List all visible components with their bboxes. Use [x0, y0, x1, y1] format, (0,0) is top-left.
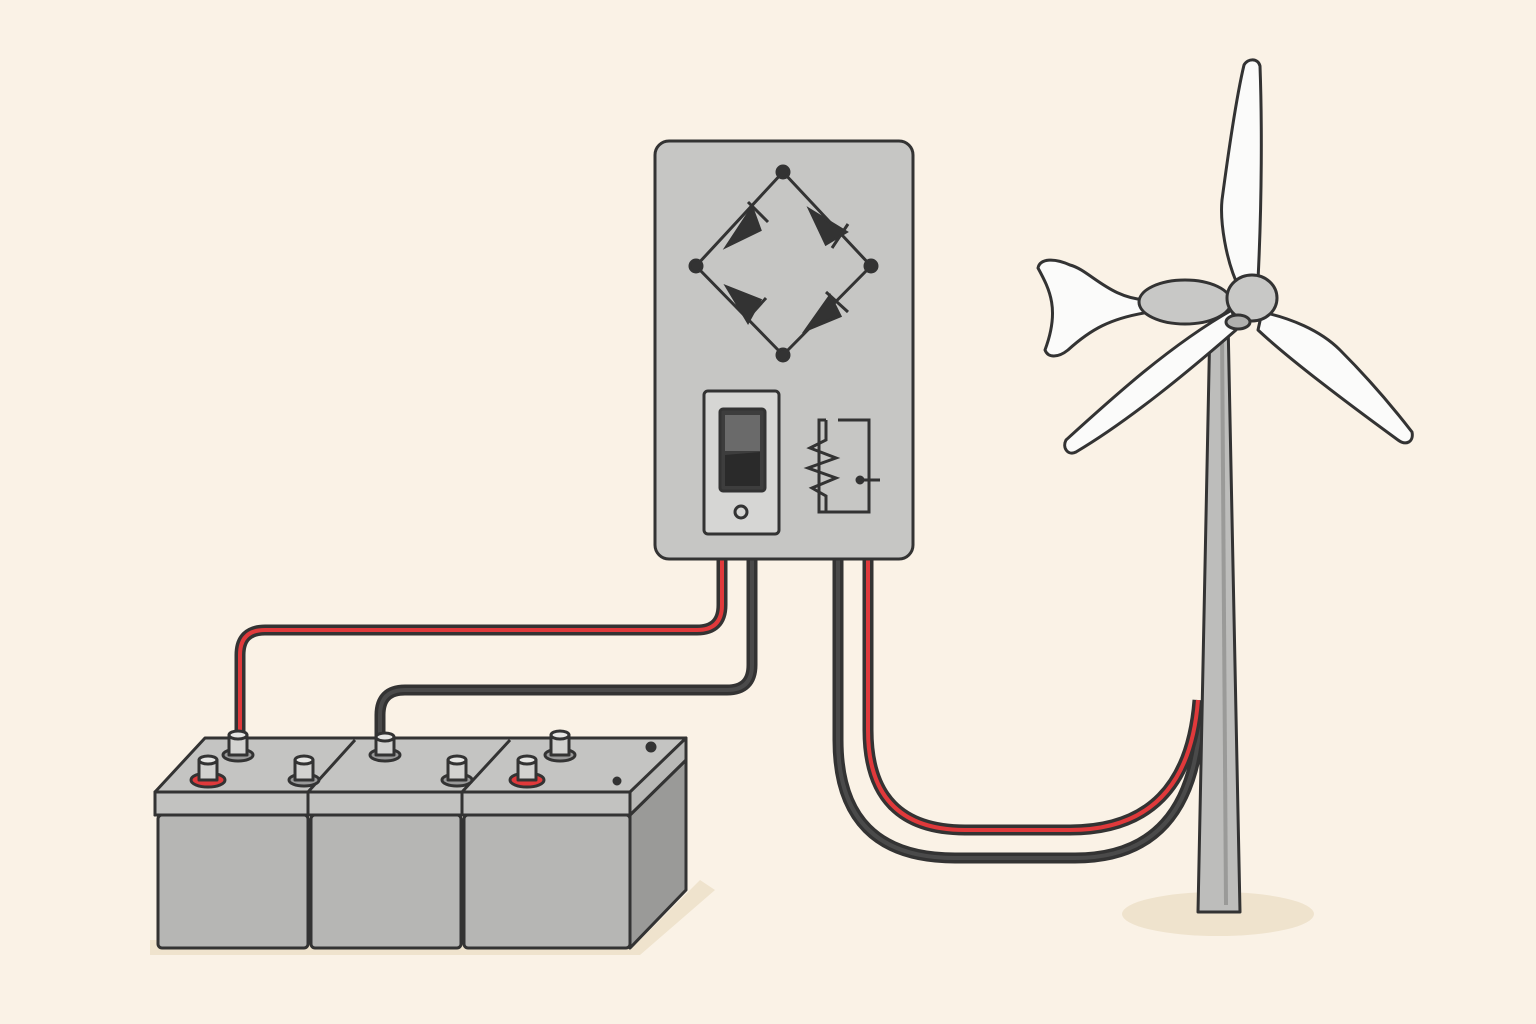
turbine-blade-left — [1063, 308, 1238, 455]
turbine-positive-wire — [862, 560, 1204, 836]
resistor-icon — [803, 418, 880, 514]
charge-controller — [653, 139, 915, 561]
turbine-blade-up — [1220, 58, 1263, 292]
toggle-switch-icon[interactable] — [702, 389, 781, 536]
battery-3 — [462, 813, 632, 950]
battery-positive-wire — [234, 554, 728, 741]
turbine-negative-wire — [832, 560, 1206, 864]
turbine-blade-right — [1256, 310, 1414, 445]
turbine-shadow — [1122, 892, 1314, 936]
battery-1 — [156, 813, 310, 950]
wind-turbine — [1036, 58, 1414, 914]
turbine-tail-vane — [1036, 258, 1152, 358]
turbine-hub — [1225, 273, 1279, 323]
battery-bank — [153, 729, 688, 950]
battery-negative-wire — [374, 560, 758, 740]
battery-terminals — [189, 729, 577, 789]
rectifier-bridge-icon — [688, 164, 879, 363]
battery-2 — [309, 813, 463, 950]
